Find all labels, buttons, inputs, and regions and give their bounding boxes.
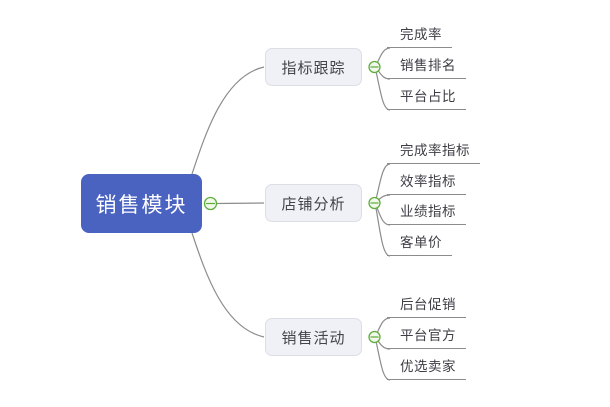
leaf-node-completion-rate-indicator[interactable]: 完成率指标 <box>387 141 480 164</box>
leaf-node-preferred-seller[interactable]: 优选卖家 <box>387 357 466 380</box>
leaf-node-efficiency-indicator[interactable]: 效率指标 <box>387 172 466 195</box>
connector-root-branch3 <box>191 232 265 338</box>
branch-node-indicator-tracking[interactable]: 指标跟踪 <box>265 48 362 86</box>
branch-node-sales-activity[interactable]: 销售活动 <box>265 318 362 356</box>
root-node-sales-module[interactable]: 销售模块 <box>81 174 202 233</box>
leaf-node-completion-rate[interactable]: 完成率 <box>387 25 452 48</box>
connector-root-branch1 <box>191 66 265 175</box>
branch-node-store-analysis[interactable]: 店铺分析 <box>265 184 362 222</box>
leaf-node-performance-indicator[interactable]: 业绩指标 <box>387 202 466 225</box>
leaf-node-avg-order-value[interactable]: 客单价 <box>387 233 452 256</box>
leaf-node-backend-promotion[interactable]: 后台促销 <box>387 295 466 318</box>
leaf-node-platform-share[interactable]: 平台占比 <box>387 87 466 110</box>
branch3-collapse-marker[interactable] <box>368 330 381 344</box>
root-collapse-marker[interactable] <box>203 196 218 211</box>
leaf-node-sales-ranking[interactable]: 销售排名 <box>387 56 466 79</box>
leaf-node-platform-official[interactable]: 平台官方 <box>387 326 466 349</box>
connector-root-branch2 <box>216 202 265 205</box>
branch1-collapse-marker[interactable] <box>368 60 381 74</box>
branch2-collapse-marker[interactable] <box>368 196 381 210</box>
